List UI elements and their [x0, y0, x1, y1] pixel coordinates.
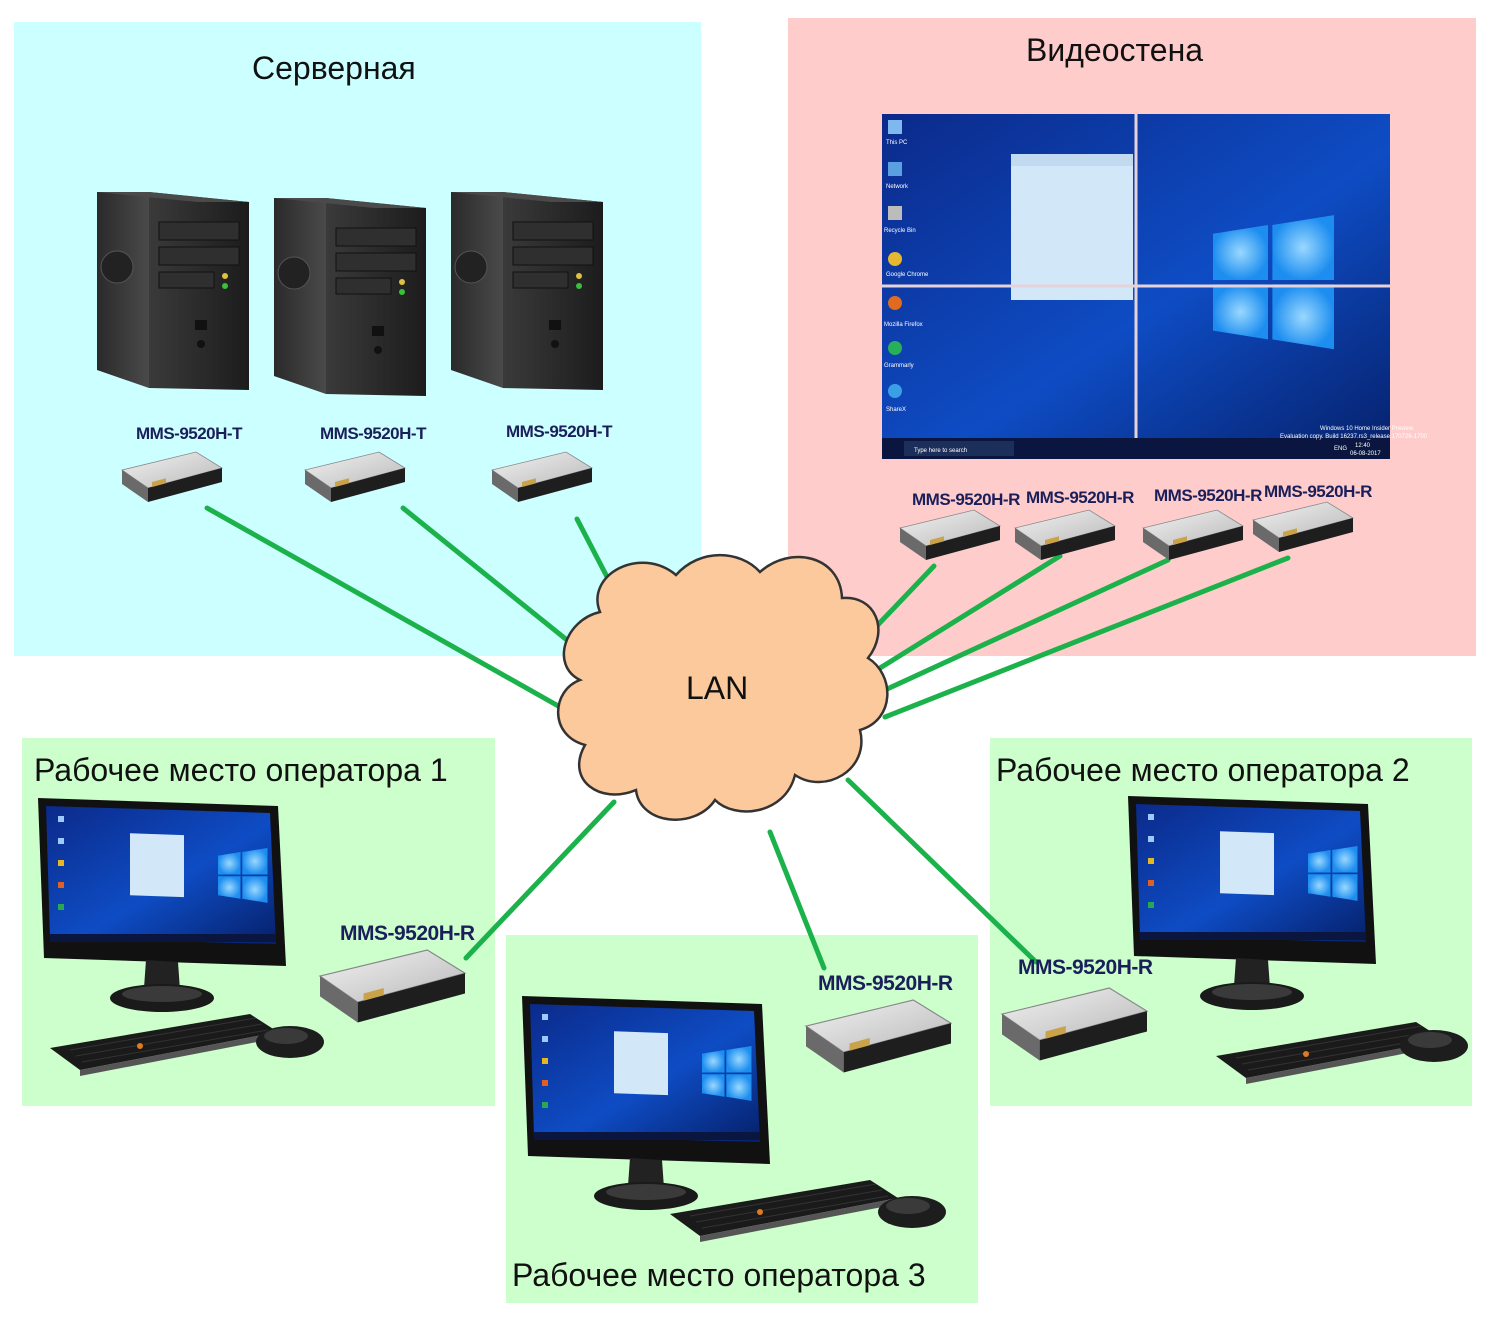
lan-label: LAN: [686, 670, 749, 706]
operator2-monitor: [1128, 796, 1376, 1010]
network-icon: [888, 162, 902, 176]
taskbar-date: 06-08-2017: [1350, 451, 1381, 457]
icon-label-this-pc: This PC: [886, 140, 908, 146]
operator3-receiver-box: [805, 999, 952, 1074]
server-tower-2: [273, 197, 427, 397]
operator1-receiver-box: [319, 949, 466, 1024]
operator2-receiver-box: [1001, 987, 1148, 1062]
network-links: [204, 505, 1291, 971]
transmitter-box-3: [491, 451, 593, 503]
wall-receiver-box-1: [899, 509, 1001, 561]
operator3-receiver-label: MMS-9520H-R: [818, 972, 953, 995]
taskbar-search-text: Type here to search: [914, 448, 967, 454]
wall-receiver-box-3: [1142, 509, 1244, 561]
icon-label-firefox: Mozilla Firefox: [884, 322, 923, 328]
operator3-keyboard: [669, 1179, 899, 1243]
this-pc-icon: [888, 120, 902, 134]
watermark-line-2: Evaluation copy. Build 16237.rs3_release…: [1280, 434, 1428, 440]
transmitter-label-3: MMS-9520H-T: [506, 422, 612, 441]
operator3-monitor: [522, 996, 770, 1210]
operator1-mouse: [256, 1026, 324, 1058]
transmitter-box-2: [304, 451, 406, 503]
wall-receiver-label-4: MMS-9520H-R: [1264, 482, 1372, 501]
taskbar-lang: ENG: [1334, 446, 1347, 452]
sharex-icon: [888, 384, 902, 398]
operator2-title: Рабочее место оператора 2: [996, 752, 1410, 788]
desktop-icons: This PC Network Recycle Bin Google Chrom…: [884, 120, 929, 413]
lan-cloud: [557, 553, 889, 821]
recycle-bin-icon: [888, 206, 902, 220]
operator1-keyboard: [49, 1013, 279, 1077]
operator2-receiver-label: MMS-9520H-R: [1018, 956, 1153, 979]
wall-receiver-label-3: MMS-9520H-R: [1154, 486, 1262, 505]
watermark-line-1: Windows 10 Home Insider Preview: [1320, 426, 1414, 432]
icon-label-network: Network: [886, 184, 909, 190]
chrome-icon: [888, 252, 902, 266]
video-wall-screen: Type here to search Windows 10 Home Insi…: [882, 114, 1428, 459]
wall-receiver-box-2: [1014, 509, 1116, 561]
operator1-receiver-label: MMS-9520H-R: [340, 922, 475, 945]
server-tower-3: [450, 191, 604, 391]
operator3-title: Рабочее место оператора 3: [512, 1257, 926, 1293]
operator1-title: Рабочее место оператора 1: [34, 752, 448, 788]
firefox-icon: [888, 296, 902, 310]
transmitter-label-2: MMS-9520H-T: [320, 424, 426, 443]
server-room-title: Серверная: [252, 50, 416, 86]
operator3-mouse: [878, 1196, 946, 1228]
icon-label-grammarly: Grammarly: [884, 363, 914, 369]
operator2-mouse: [1400, 1030, 1468, 1062]
grammarly-icon: [888, 341, 902, 355]
wall-receiver-label-2: MMS-9520H-R: [1026, 488, 1134, 507]
operator1-monitor: [38, 798, 286, 1012]
taskbar-time: 12:40: [1355, 443, 1371, 449]
wall-receiver-label-1: MMS-9520H-R: [912, 490, 1020, 509]
wall-receiver-box-4: [1252, 501, 1354, 553]
video-wall-title: Видеостена: [1026, 32, 1204, 68]
icon-label-recycle-bin: Recycle Bin: [884, 228, 916, 234]
server-tower-1: [96, 191, 250, 391]
transmitter-label-1: MMS-9520H-T: [136, 424, 242, 443]
icon-label-chrome: Google Chrome: [886, 272, 929, 278]
icon-label-sharex: ShareX: [886, 407, 906, 413]
transmitter-box-1: [121, 451, 223, 503]
